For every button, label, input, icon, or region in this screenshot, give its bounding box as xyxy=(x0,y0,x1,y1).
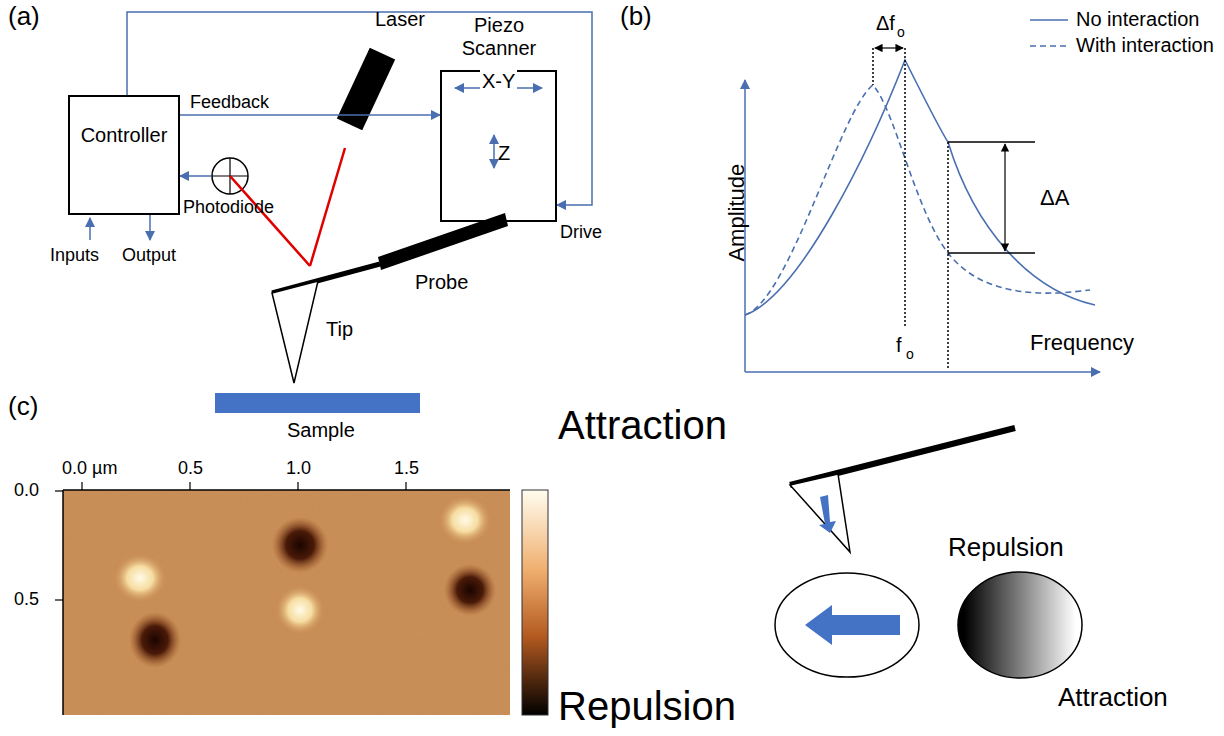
label: Attraction xyxy=(1058,683,1168,713)
output-arrow xyxy=(149,215,151,240)
label: o xyxy=(906,346,914,362)
node-text: Sample xyxy=(287,419,355,442)
node-text: Controller xyxy=(81,124,168,147)
label: 0.5 xyxy=(178,458,203,479)
connector xyxy=(127,12,592,205)
label: Repulsion xyxy=(948,533,1064,563)
legend-solid xyxy=(1030,19,1068,21)
edge-label: Drive xyxy=(560,222,602,243)
domain-ellipse xyxy=(775,573,919,677)
label: Output xyxy=(122,245,176,266)
legend-text: No interaction xyxy=(1076,8,1199,31)
label: Amplitude xyxy=(724,164,749,262)
label: (a) xyxy=(8,2,40,32)
z-arrow xyxy=(493,135,495,168)
afm-image xyxy=(63,490,510,715)
connector xyxy=(180,175,211,177)
curve-no-interaction xyxy=(745,60,1095,315)
connector xyxy=(230,176,310,266)
label: o xyxy=(897,24,905,40)
sample: Sample xyxy=(215,393,420,413)
color-bar xyxy=(522,490,548,715)
probe: Probe xyxy=(378,213,508,270)
label: (b) xyxy=(620,2,652,32)
label: (c) xyxy=(8,392,38,422)
edge-label: Feedback xyxy=(190,92,269,113)
node-text: Photodiode xyxy=(183,197,274,218)
contrast-ellipse xyxy=(958,572,1082,678)
label: 0.5 xyxy=(14,589,39,610)
cantilever-sketch xyxy=(790,428,1015,485)
node-text: X-Y xyxy=(480,70,517,93)
curve-with-interaction xyxy=(745,85,1090,315)
node-text: Piezo Scanner xyxy=(439,14,559,60)
legend-dashed xyxy=(1030,45,1068,47)
tip: Tip xyxy=(272,280,320,385)
label: Attraction xyxy=(558,402,727,448)
label: ΔA xyxy=(1040,185,1069,210)
sample-bar xyxy=(215,393,420,413)
connector xyxy=(310,148,345,266)
connector xyxy=(180,114,440,116)
label: 0.0 xyxy=(14,480,39,501)
label: 1.0 xyxy=(286,458,311,479)
controller-box: Controller xyxy=(68,95,180,215)
tip-shape xyxy=(272,281,318,383)
label: Inputs xyxy=(50,245,99,266)
photodiode: Photodiode xyxy=(211,157,249,195)
label: 0.0 µm xyxy=(62,458,117,479)
node-text: Tip xyxy=(326,318,353,341)
laser: Laser xyxy=(340,52,395,152)
inputs-arrow xyxy=(89,218,91,240)
label: Repulsion xyxy=(558,683,736,729)
label: Frequency xyxy=(1030,330,1134,355)
node-text: Laser xyxy=(375,8,425,31)
label: Δf xyxy=(876,12,895,35)
node-text: Probe xyxy=(415,271,468,294)
legend-text: With interaction xyxy=(1076,34,1214,57)
label: 1.5 xyxy=(394,458,419,479)
laser-body xyxy=(337,48,395,131)
scanner-box: Piezo ScannerX-YZ xyxy=(440,70,557,222)
label: f xyxy=(896,334,902,357)
node-text: Z xyxy=(498,142,510,165)
